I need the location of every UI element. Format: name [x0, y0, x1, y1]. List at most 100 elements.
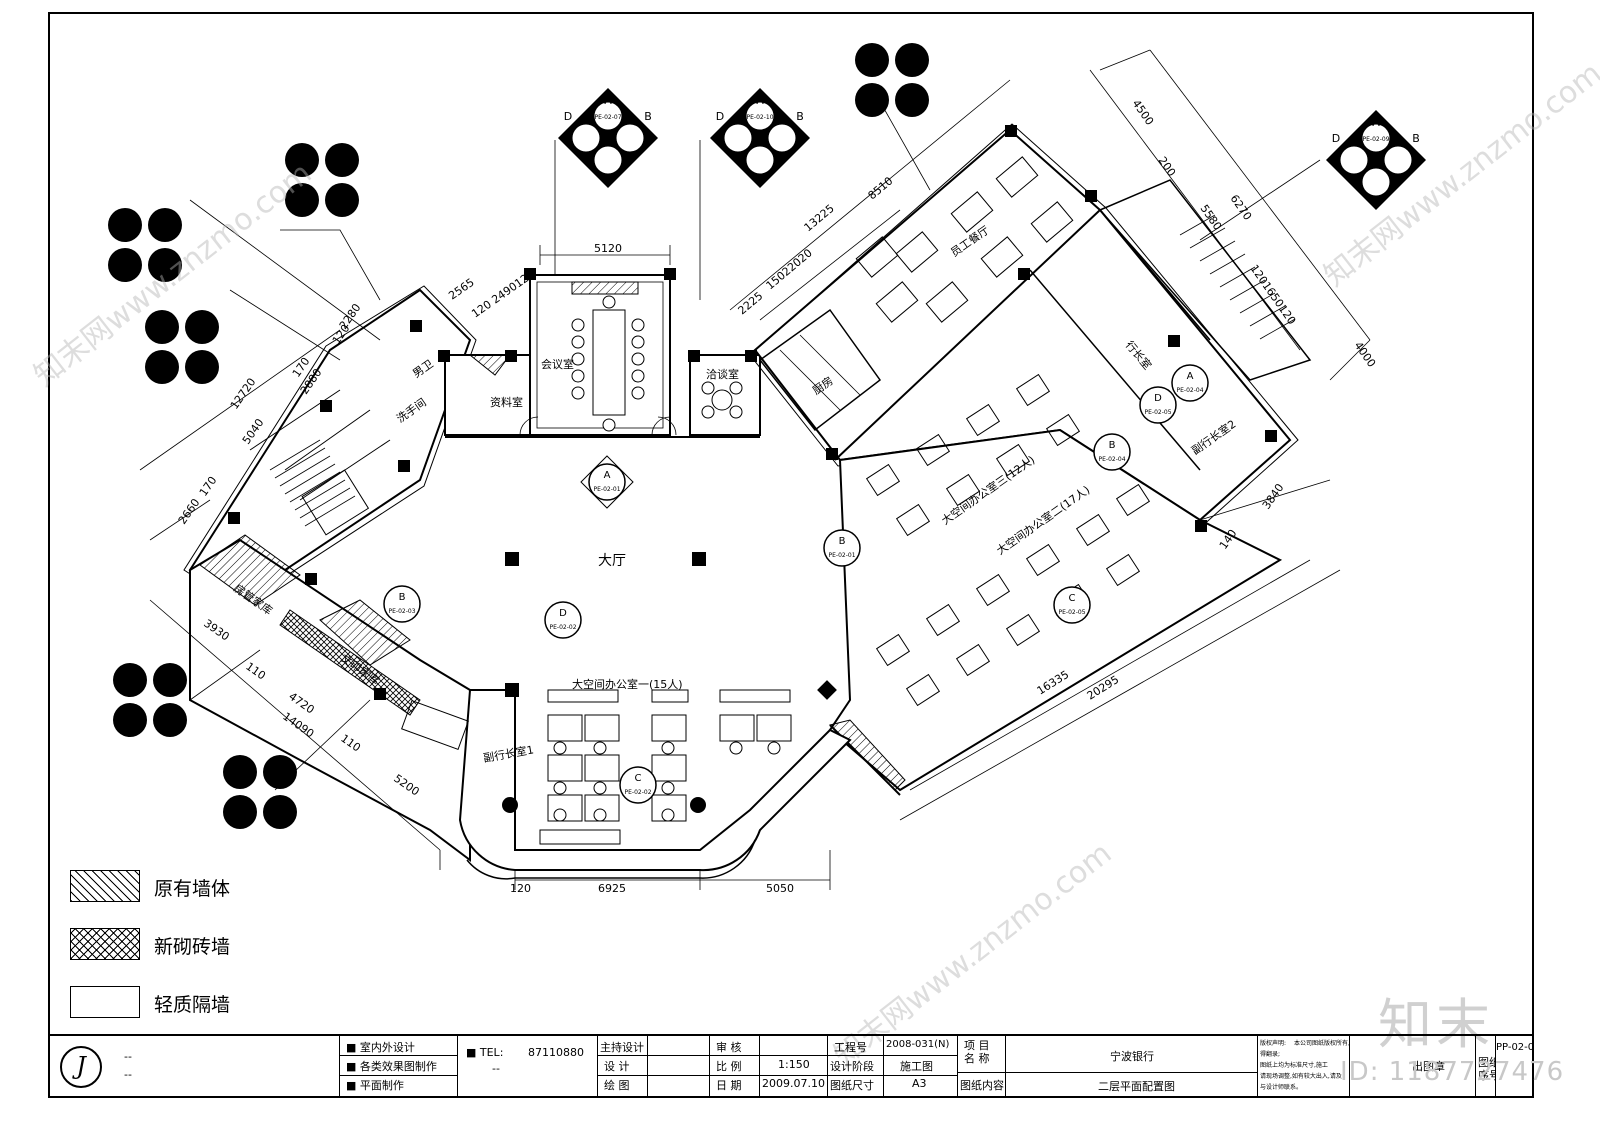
review-label: 审 核	[716, 1041, 742, 1054]
single-marker-letter: C	[1069, 593, 1076, 604]
label-lobby: 大厅	[598, 553, 626, 569]
label-meeting: 会议室	[541, 357, 574, 371]
single-marker-code: PE-02-01	[828, 552, 855, 559]
marker-a: A	[604, 94, 612, 107]
marker-b: B	[1412, 132, 1420, 145]
marker-d: D	[1332, 132, 1340, 145]
dim: 5580	[1198, 202, 1225, 232]
date-value: 2009.07.10	[762, 1077, 825, 1090]
single-marker-code: PE-02-03	[388, 608, 415, 615]
size-value: A3	[912, 1077, 927, 1090]
proj-no-label: 工程号	[834, 1041, 867, 1054]
single-marker-code: PE-02-05	[1144, 409, 1171, 416]
logo-dash: --	[124, 1068, 132, 1081]
review-cell: 审 核 比 例 日 期	[710, 1036, 760, 1096]
marker-d: D	[716, 110, 724, 123]
notes-cell: 版权声明: 本公司图纸版权所有,不 得翻录; 图纸上均为标准尺寸,施工 请现场调…	[1258, 1036, 1350, 1096]
corner-set-left4: PE-02-11	[113, 663, 187, 737]
columns	[228, 125, 1277, 813]
marker-a: A	[1372, 116, 1380, 129]
section-marker-m1: A B C D PE-02-07	[558, 88, 658, 188]
legend-swatch-blank	[70, 986, 140, 1018]
single-marker-letter: D	[559, 608, 567, 619]
label-reception: 洽谈室	[706, 367, 739, 381]
right-stairs	[1098, 179, 1312, 381]
marker-c: C	[756, 174, 764, 187]
drawing-content-label: 图纸内容	[960, 1079, 1004, 1092]
tel-cell: ■ TEL: 87110880 --	[458, 1036, 598, 1096]
dim: 5120	[594, 242, 622, 255]
role-label: 主持设计	[600, 1041, 644, 1054]
drawing-content: 二层平面配置图	[1098, 1080, 1175, 1093]
dim: 13225	[802, 202, 837, 234]
service-item: ■ 室内外设计	[346, 1041, 415, 1054]
dim: 200	[1156, 154, 1179, 179]
corner-set-left2: PE-02-14	[285, 143, 359, 217]
scale-value: 1:150	[778, 1058, 810, 1071]
dim: 6270	[1228, 192, 1255, 222]
roles-value-cell	[648, 1036, 710, 1096]
bottom-wing	[401, 689, 852, 880]
corner-code: PE-02-12	[244, 790, 276, 798]
title-block: J -- -- ■ 室内外设计 ■ 各类效果图制作 ■ 平面制作 ■ TEL: …	[50, 1034, 1532, 1096]
single-markers: APE-02-01 BPE-02-01 CPE-02-02 DPE-02-02 …	[383, 364, 1209, 804]
proj-values-cell: 2008-031(N) 施工图 A3	[884, 1036, 958, 1096]
dim: 120	[510, 882, 531, 895]
single-marker-code: PE-02-04	[1176, 387, 1203, 394]
role-label: 绘 图	[604, 1079, 630, 1092]
marker-b: B	[796, 110, 804, 123]
sheet-no: PP-02-07	[1496, 1042, 1532, 1053]
single-marker-letter: A	[604, 470, 611, 481]
note-line: 图纸上均为标准尺寸,施工	[1260, 1062, 1328, 1069]
dim: 4500	[1130, 97, 1157, 127]
dim: 12720	[228, 376, 259, 412]
marker-code: PE-02-07	[594, 114, 621, 121]
service-item: ■ 平面制作	[346, 1079, 404, 1092]
single-marker-code: PE-02-02	[549, 624, 576, 631]
sheet-label: 图纸 序号	[1478, 1056, 1495, 1082]
marker-d: D	[564, 110, 572, 123]
single-marker-letter: B	[1109, 440, 1116, 451]
label-data-room: 资料室	[490, 395, 523, 409]
proj-no-value: 2008-031(N)	[886, 1039, 950, 1050]
single-marker-code: PE-02-02	[624, 789, 651, 796]
note-title: 版权声明:	[1260, 1040, 1287, 1047]
proj-labels-cell: 工程号 设计阶段 图纸尺寸	[828, 1036, 884, 1096]
marker-c: C	[1372, 196, 1380, 209]
corner-code: PE-02-06	[876, 78, 908, 86]
corner-code: PE-02-11	[134, 698, 166, 706]
corner-set-top: PE-02-06	[855, 43, 929, 117]
single-marker-code: PE-02-05	[1058, 609, 1085, 616]
stage-value: 施工图	[900, 1060, 933, 1073]
corner-set-left1: PE-02-15	[108, 208, 182, 282]
note-line: 本公司图纸版权所有,不	[1294, 1040, 1350, 1047]
legend-label: 轻质隔墙	[154, 994, 231, 1016]
leader-lines	[189, 104, 1321, 791]
service-item: ■ 各类效果图制作	[346, 1060, 437, 1073]
dim: 120 2490120	[469, 268, 537, 321]
note-line: 与设计师联系。	[1260, 1084, 1303, 1091]
role-label: 设 计	[604, 1060, 630, 1073]
review-label: 日 期	[716, 1079, 742, 1092]
project-name-cell: 宁波银行 二层平面配置图	[1006, 1036, 1258, 1096]
roles-cell: 主持设计 设 计 绘 图	[598, 1036, 648, 1096]
corner-set-left3: PE-02-13	[145, 310, 219, 384]
review-label: 比 例	[716, 1060, 742, 1073]
logo-dash: --	[124, 1050, 132, 1063]
corner-code: PE-02-13	[166, 345, 198, 353]
center-block	[444, 274, 761, 438]
single-marker-letter: B	[399, 592, 406, 603]
single-marker-code: PE-02-01	[593, 486, 620, 493]
note-line: 请现场调整,如有较大出入,请及	[1260, 1073, 1342, 1080]
dimension-lines	[139, 49, 1371, 890]
corner-set-left5: PE-02-12	[223, 755, 297, 829]
services-cell: ■ 室内外设计 ■ 各类效果图制作 ■ 平面制作	[340, 1036, 458, 1096]
dim: 3840	[1260, 481, 1287, 511]
marker-a: A	[756, 94, 764, 107]
single-marker-letter: D	[1154, 393, 1162, 404]
dim: 2565	[446, 276, 476, 303]
dim: 1201650120	[1248, 262, 1299, 327]
tel-number: 87110880	[528, 1046, 584, 1059]
legend-swatch-cross	[70, 928, 140, 960]
